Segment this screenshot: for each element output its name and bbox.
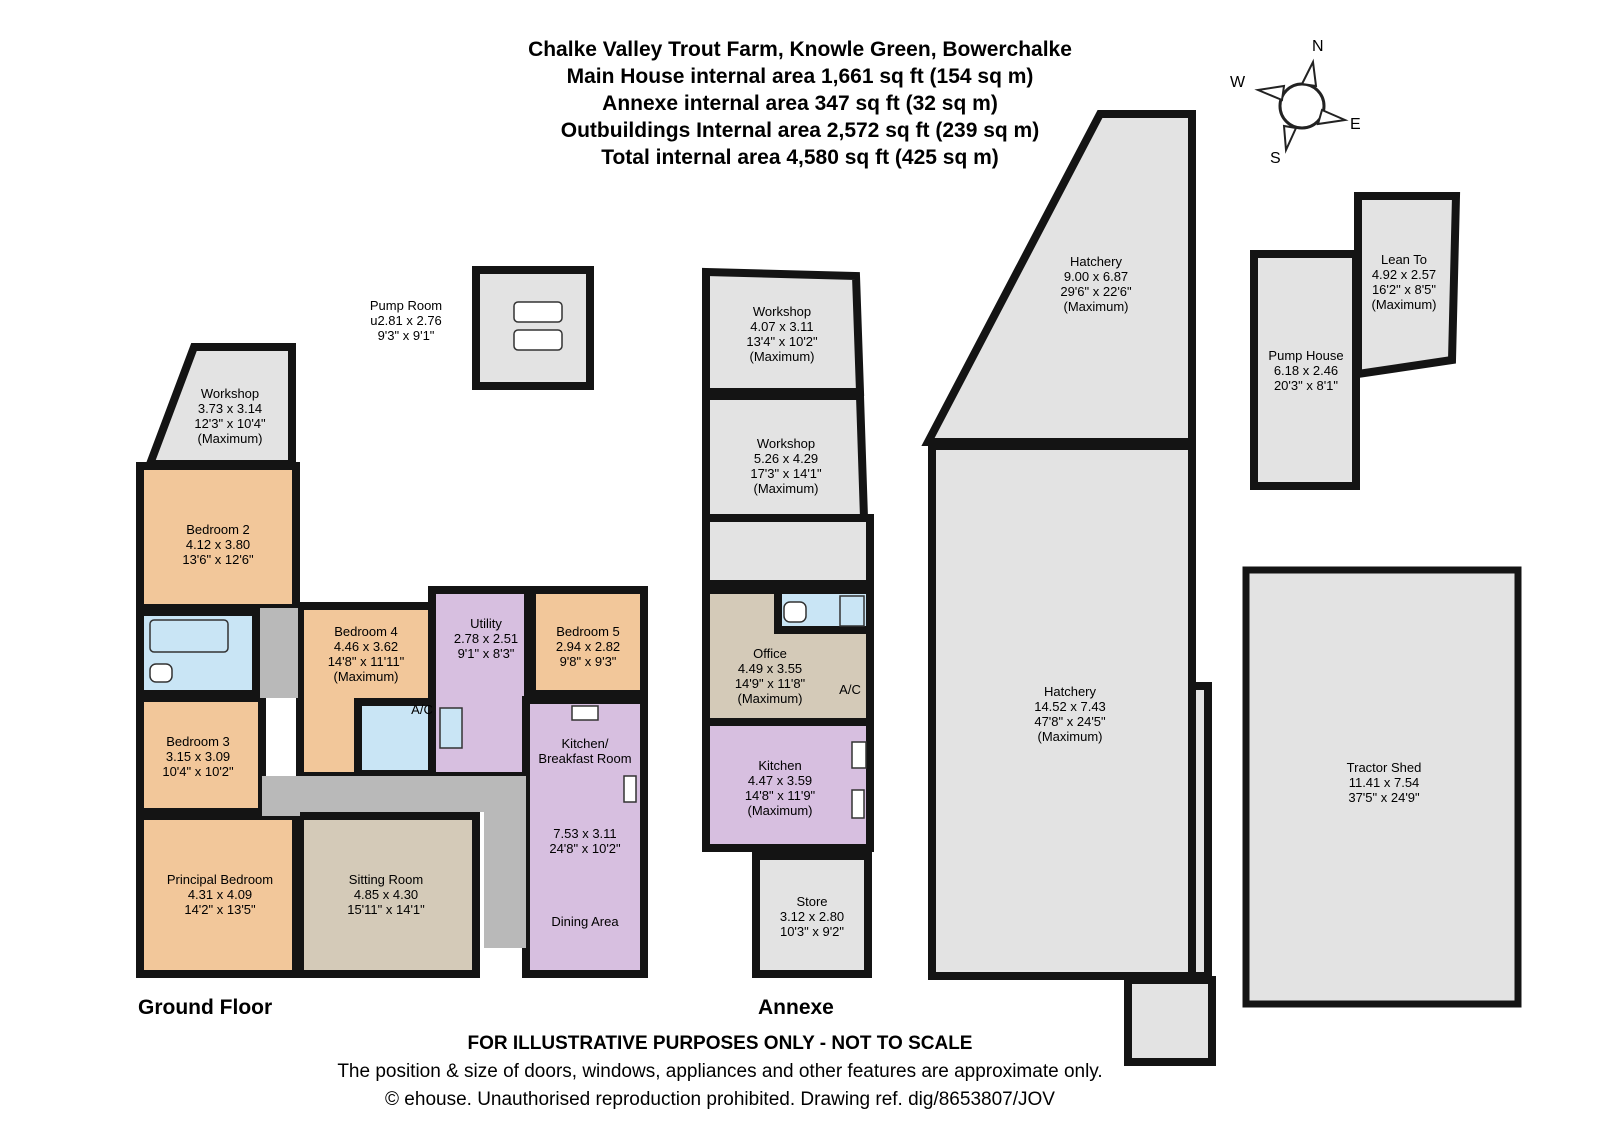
pump-tank-2 bbox=[513, 329, 563, 351]
annexe-hob bbox=[851, 741, 867, 769]
copyright-notice: © ehouse. Unauthorised reproduction proh… bbox=[385, 1089, 1055, 1110]
hatchery-main-shape bbox=[928, 442, 1196, 980]
shower-tray bbox=[439, 707, 463, 749]
sitting-room-shape bbox=[296, 812, 480, 978]
hatchery-side-shape bbox=[1188, 682, 1212, 980]
not-to-scale-notice: FOR ILLUSTRATIVE PURPOSES ONLY - NOT TO … bbox=[467, 1033, 973, 1054]
compass-arrow-east bbox=[1316, 108, 1349, 126]
annexe-sink bbox=[851, 789, 865, 819]
lean-to-shape bbox=[1354, 192, 1461, 379]
hallway-shape bbox=[260, 608, 526, 948]
sink-fixture bbox=[623, 775, 637, 803]
compass-w-label: W bbox=[1230, 74, 1246, 91]
kitchen-breakfast-label: Kitchen/Breakfast Room bbox=[538, 736, 632, 766]
compass-s-label: S bbox=[1270, 150, 1281, 167]
ac-annexe-label: A/C bbox=[839, 682, 861, 697]
compass-e-label: E bbox=[1350, 116, 1361, 133]
compass-arrow-north bbox=[1300, 58, 1318, 88]
compass-n-label: N bbox=[1312, 38, 1324, 55]
store-shape bbox=[752, 852, 872, 978]
property-title: Chalke Valley Trout Farm, Knowle Green, … bbox=[528, 38, 1072, 61]
hatchery-porch-shape bbox=[1124, 976, 1216, 1066]
dining-area-label: Dining Area bbox=[551, 914, 619, 929]
compass-arrow-south bbox=[1282, 124, 1298, 154]
outbuildings-area: Outbuildings Internal area 2,572 sq ft (… bbox=[560, 119, 1040, 142]
compass-circle bbox=[1278, 82, 1326, 130]
ac-main-label: A/C bbox=[411, 702, 433, 717]
total-area: Total internal area 4,580 sq ft (425 sq … bbox=[601, 146, 999, 169]
bedroom-2-shape bbox=[136, 462, 300, 612]
principal-bedroom-shape bbox=[136, 812, 300, 978]
annexe-kitchen-shape bbox=[702, 718, 874, 852]
bedroom-5-shape bbox=[528, 586, 648, 698]
annexe-lobby-shape bbox=[702, 514, 874, 588]
compass-arrow-west bbox=[1254, 84, 1286, 102]
bedroom-3-shape bbox=[136, 694, 266, 816]
main-house-area: Main House internal area 1,661 sq ft (15… bbox=[566, 65, 1034, 88]
annexe-area: Annexe internal area 347 sq ft (32 sq m) bbox=[602, 92, 998, 115]
annexe-wc bbox=[783, 601, 807, 623]
annexe-shower-tray bbox=[839, 595, 865, 627]
kitchen-dining-shape bbox=[522, 696, 648, 978]
annexe-floor-label: Annexe bbox=[758, 996, 834, 1019]
pump-room-shape bbox=[472, 266, 594, 390]
wc-fixture bbox=[149, 663, 173, 683]
bath-fixture bbox=[149, 619, 229, 653]
tractor-shed-shape bbox=[1242, 566, 1522, 1008]
pump-tank-1 bbox=[513, 301, 563, 323]
approximate-notice: The position & size of doors, windows, a… bbox=[337, 1061, 1103, 1082]
ground-floor-label: Ground Floor bbox=[138, 996, 273, 1019]
hob-fixture bbox=[571, 705, 599, 721]
